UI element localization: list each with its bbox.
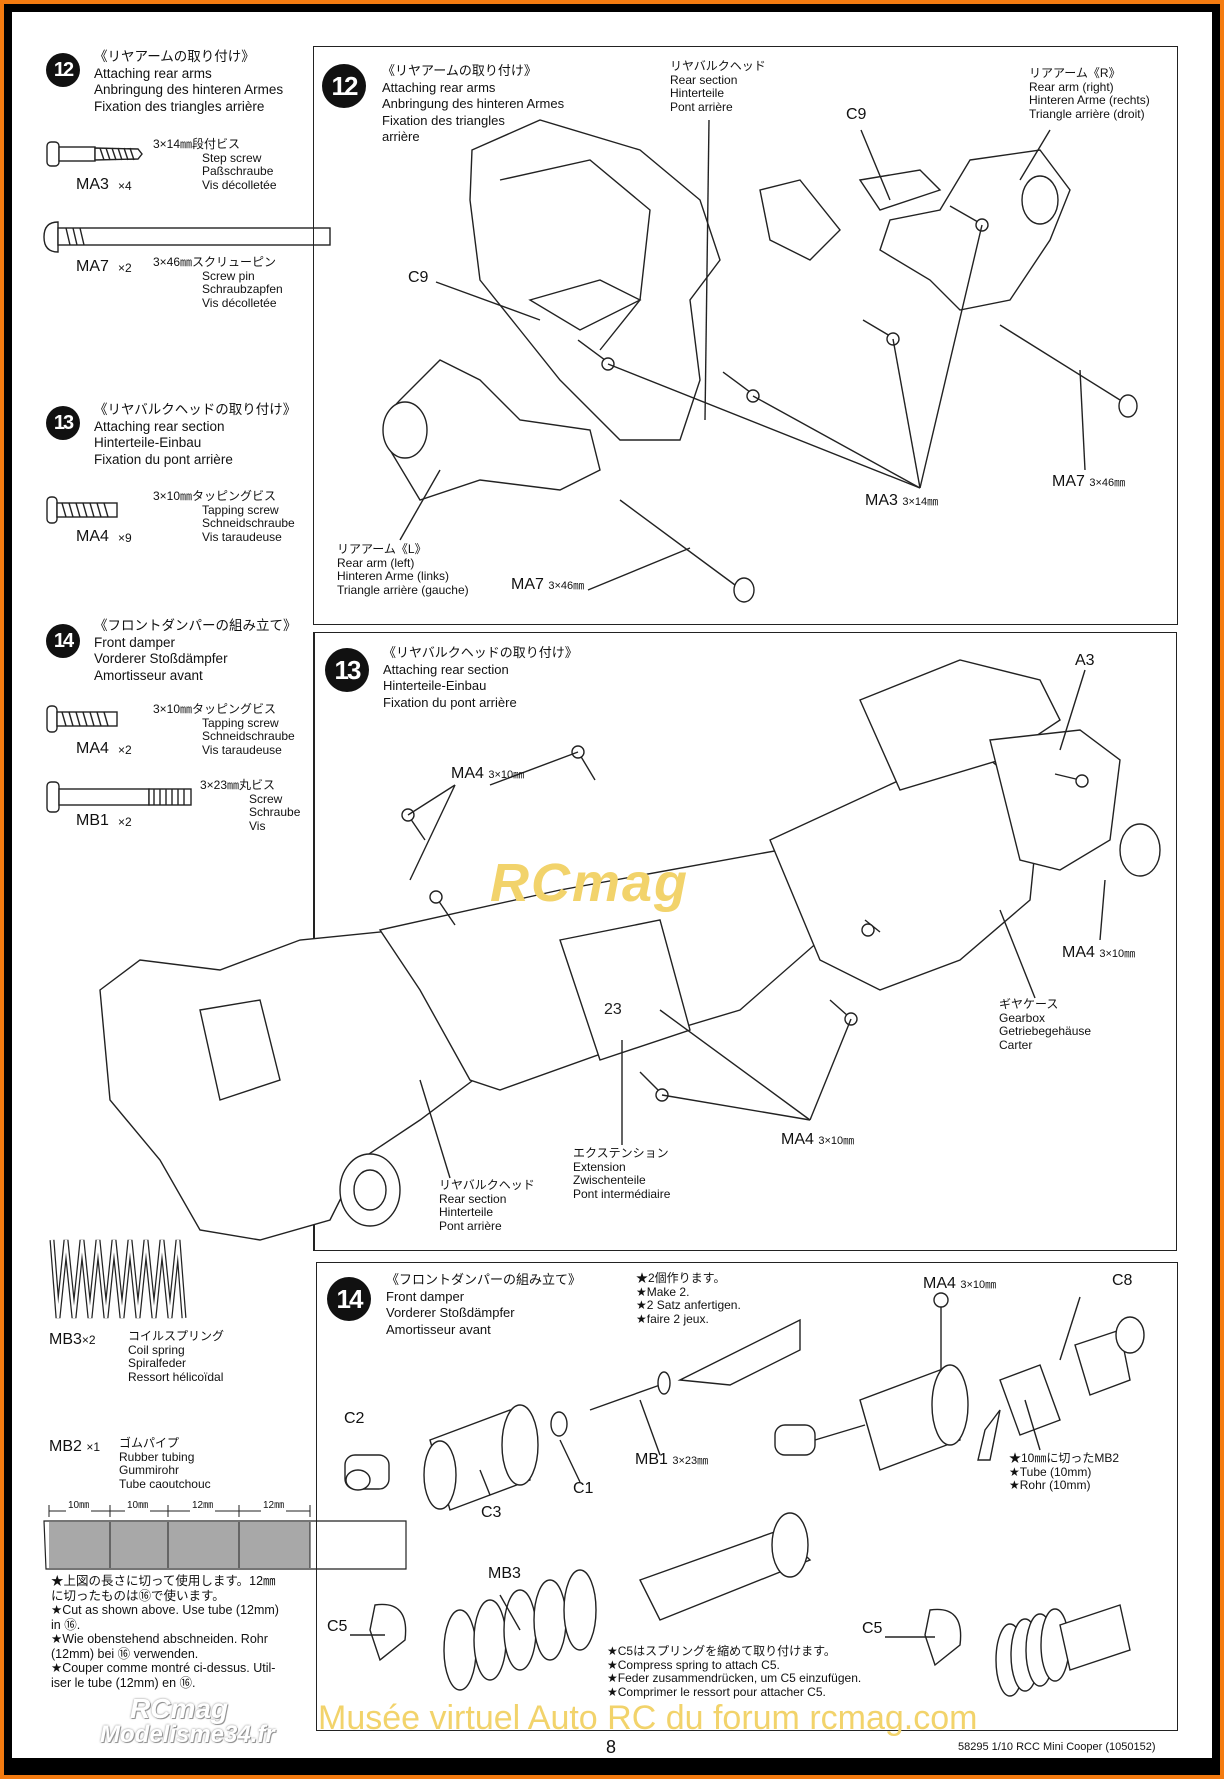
page-number: 8 xyxy=(606,1737,617,1757)
part-spec-ma4-x2: 3×10㎜タッピングビス Tapping screw Schneidschrau… xyxy=(153,702,295,757)
label-ma4: MA4 3×10㎜ xyxy=(923,1275,997,1292)
step12-title: 《リヤアームの取り付け》 Attaching rear arms Anbring… xyxy=(94,49,284,114)
tube-segment-fill xyxy=(49,1522,310,1568)
make-two-notes: ★2個作ります。★Make 2.★2 Satz anfertigen.★fair… xyxy=(636,1271,741,1326)
part-qty-ma7: ×2 xyxy=(118,261,132,275)
part-spec-mb2: ゴムパイプ Rubber tubing Gummirohr Tube caout… xyxy=(119,1436,211,1491)
label-ma3: MA3 3×14㎜ xyxy=(865,492,939,509)
step13-panel xyxy=(313,632,1177,1251)
label-mb3: MB3 xyxy=(488,1565,521,1582)
part-qty-ma4: ×9 xyxy=(118,531,132,545)
label-rear-arm-left: リアアーム《L》Rear arm (left)Hinteren Arme (li… xyxy=(337,542,469,597)
step-number-12: 12 xyxy=(322,64,366,108)
step14-title: 《フロントダンパーの組み立て》 Front damper Vorderer St… xyxy=(94,618,297,683)
step14-panel xyxy=(316,1262,1178,1731)
part-spec-ma7: 3×46㎜スクリューピン Screw pin Schraubzapfen Vis… xyxy=(153,255,283,310)
part-code-ma7: MA7 xyxy=(76,258,109,275)
label-ma7-right: MA7 3×46㎜ xyxy=(1052,473,1126,490)
label-c2: C2 xyxy=(344,1410,365,1427)
part-code-mb3: MB3×2 xyxy=(49,1331,96,1348)
label-c9-left: C9 xyxy=(408,269,429,286)
rcmag-logo: RCmag Modelisme34.fr xyxy=(100,1693,275,1748)
product-code: 58295 1/10 RCC Mini Cooper (1050152) xyxy=(958,1741,1156,1753)
step13-title: 《リヤバルクヘッドの取り付け》 Attaching rear section H… xyxy=(94,402,297,467)
part-code-ma3: MA3 xyxy=(76,176,109,193)
part-code-ma4: MA4 xyxy=(76,528,109,545)
tube-segment-label: 10㎜ xyxy=(125,1500,151,1513)
step12-panel-title: 《リヤアームの取り付け》 Attaching rear arms Anbring… xyxy=(382,63,565,144)
label-ma7-left: MA7 3×46㎜ xyxy=(511,576,585,593)
label-ma4-right: MA4 3×10㎜ xyxy=(1062,944,1136,961)
step-number-14: 14 xyxy=(46,624,80,658)
tube-segment-label: 12㎜ xyxy=(261,1500,287,1513)
label-a3: A3 xyxy=(1075,652,1095,669)
tube-segment-label: 10㎜ xyxy=(66,1500,92,1513)
part-qty-ma4-x2: ×2 xyxy=(118,743,132,757)
part-qty-mb1: ×2 xyxy=(118,815,132,829)
part-spec-mb3: コイルスプリング Coil spring Spiralfeder Ressort… xyxy=(128,1329,225,1384)
part-code-mb1: MB1 xyxy=(76,812,109,829)
center-watermark-logo: RCmag xyxy=(490,853,690,913)
step-number-14: 14 xyxy=(327,1277,371,1321)
part-spec-ma3: 3×14㎜段付ビス Step screw Paßschraube Vis déc… xyxy=(153,137,277,192)
compress-spring-notes: ★C5はスプリングを縮めて取り付けます。★Compress spring to … xyxy=(607,1644,862,1699)
label-rear-arm-right: リアアーム《R》Rear arm (right)Hinteren Arme (r… xyxy=(1029,66,1150,121)
part-code-mb2: MB2 ×1 xyxy=(49,1438,101,1455)
label-c9-right: C9 xyxy=(846,106,867,123)
part-qty-ma3: ×4 xyxy=(118,179,132,193)
step-number-13: 13 xyxy=(46,406,80,440)
label-c1: C1 xyxy=(573,1480,594,1497)
label-ma4-bottom: MA4 3×10㎜ xyxy=(781,1131,855,1148)
label-c8: C8 xyxy=(1112,1272,1133,1289)
label-c5-left: C5 xyxy=(327,1618,348,1635)
part-spec-mb1: 3×23㎜丸ビス Screw Schraube Vis xyxy=(200,778,301,833)
step-number-12: 12 xyxy=(46,53,80,87)
step12-panel xyxy=(313,46,1178,625)
mb2-notes: ★10㎜に切ったMB2★Tube (10mm)★Rohr (10mm) xyxy=(1009,1451,1120,1492)
part-code-ma4-x2: MA4 xyxy=(76,740,109,757)
label-mb1: MB1 3×23㎜ xyxy=(635,1451,709,1468)
label-c3: C3 xyxy=(481,1504,502,1521)
label-c5-right: C5 xyxy=(862,1620,883,1637)
extension-mark-23: 23 xyxy=(604,1001,622,1018)
step13-panel-left-edge xyxy=(313,632,315,950)
watermark-banner: Musée virtuel Auto RC du forum rcmag.com xyxy=(318,1699,978,1737)
tube-segment-label: 12㎜ xyxy=(190,1500,216,1513)
part-spec-ma4: 3×10㎜タッピングビス Tapping screw Schneidschrau… xyxy=(153,489,295,544)
tube-cut-notes: ★上図の長さに切って使用します。12㎜ に切ったものは⑯で使います。 ★Cut … xyxy=(51,1574,279,1690)
step-number-13: 13 xyxy=(325,648,369,692)
label-ma4-top: MA4 3×10㎜ xyxy=(451,765,525,782)
